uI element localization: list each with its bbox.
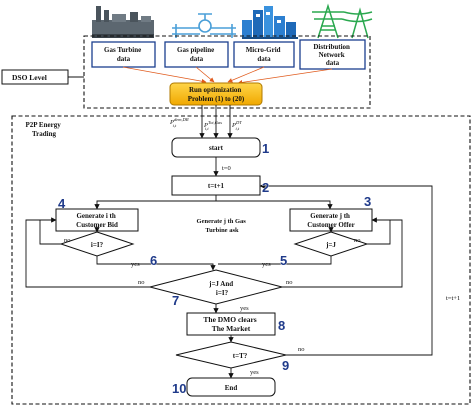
run-label: Run optimization	[189, 86, 241, 94]
source-label: data	[326, 59, 340, 67]
decision-i: i=I?	[59, 231, 135, 257]
dmo-label: The Market	[212, 324, 251, 333]
dmo-clears-box: The DMO clears The Market	[186, 312, 276, 336]
source-label: Micro-Grid	[246, 46, 281, 54]
step-number: 4	[58, 196, 66, 211]
p2p-label: P2P Energy	[26, 121, 62, 129]
end-label: End	[225, 384, 238, 392]
transmission-tower-icon	[312, 3, 373, 39]
run-label: Problem (1) to (20)	[188, 95, 245, 103]
dso-level-label: DSO Level	[12, 73, 47, 82]
dmo-label: The DMO clears	[203, 315, 256, 324]
decision-t: t=T?	[175, 341, 287, 369]
no-label: no	[64, 237, 71, 244]
start-box: start	[171, 137, 261, 158]
dso-label-box: DSO Level	[1, 69, 69, 85]
source-label: Distribution	[313, 43, 350, 51]
source-box-gas-turbine: Gas Turbine data	[91, 41, 156, 68]
cond-i-label: i=I?	[91, 241, 104, 249]
svg-text:The DMO clears The Marke: The DMO clears The Market	[203, 315, 258, 333]
step-number: 2	[262, 180, 269, 195]
decision-ij: j=J And i=I?	[149, 269, 283, 305]
source-label: Gas Turbine	[104, 46, 141, 54]
svg-text:Gas pipeline data: Gas pipeline data	[177, 46, 216, 63]
svg-text:P2P Energy Trading: P2P Energy Trading	[26, 121, 63, 138]
source-box-micro-grid: Micro-Grid data	[233, 41, 295, 68]
yes-label: yes	[131, 261, 140, 268]
no-label: no	[354, 237, 361, 244]
source-label: Network	[319, 51, 345, 59]
svg-text:Micro-Grid data: Micro-Grid data	[246, 46, 283, 63]
svg-text:j=J And i=I?: j=J And i=I?	[208, 280, 235, 297]
svg-text:Run optimization Problem: Run optimization Problem (1) to (20)	[188, 86, 245, 103]
yes-label: yes	[250, 369, 259, 376]
decision-j: j=J	[293, 231, 369, 257]
p2p-label: Trading	[32, 130, 56, 138]
cond-ij-label: i=I?	[216, 289, 229, 297]
dso-level-frame	[83, 35, 371, 109]
input-arrows	[199, 105, 233, 139]
svg-text:Gas Turbine data: Gas Turbine data	[104, 46, 143, 63]
end-box: End	[186, 377, 276, 397]
step-number: 10	[172, 381, 186, 396]
no-label: no	[286, 279, 293, 286]
start-label: start	[209, 144, 224, 152]
gas-turbine-ask-note: Generate j th Gas Turbine ask	[197, 218, 248, 234]
gen-bid-label: Customer Bid	[76, 221, 118, 229]
step-number: 7	[172, 293, 179, 308]
source-label: data	[190, 55, 204, 63]
generate-offer-box: Generate j th Customer Offer	[289, 208, 373, 232]
step-number: 6	[150, 253, 157, 268]
source-box-gas-pipeline: Gas pipeline data	[164, 41, 229, 68]
gen-bid-label: Generate i th	[76, 212, 115, 220]
gas-turbine-plant-icon	[92, 6, 154, 38]
step-number: 9	[282, 358, 289, 373]
cond-ij-label: j=J And	[208, 280, 233, 288]
source-box-distribution-network: Distribution Network data	[299, 39, 366, 70]
step-number: 8	[278, 318, 285, 333]
t-init-label: t=0	[222, 165, 231, 172]
gen-offer-label: Customer Offer	[307, 221, 355, 229]
p2p-frame	[11, 115, 471, 405]
yes-label: yes	[262, 261, 271, 268]
step-number: 5	[280, 253, 287, 268]
svg-text:Generate j th Customer O: Generate j th Customer Offer	[307, 212, 355, 229]
step-number: 3	[364, 194, 371, 209]
source-label: data	[117, 55, 131, 63]
run-optimization-box: Run optimization Problem (1) to (20)	[169, 82, 263, 106]
no-label: no	[298, 346, 305, 353]
step-numbers: 1 2 3 4 5 6 7 8 9 10	[58, 141, 372, 397]
loop-label: t=t+1	[446, 295, 460, 302]
svg-text:Generate i th Customer B: Generate i th Customer Bid	[76, 212, 118, 229]
no-label: no	[138, 279, 145, 286]
gas-pipeline-icon	[172, 13, 236, 38]
cond-t-label: t=T?	[233, 352, 248, 360]
svg-text:Distribution Network: Distribution Network data	[313, 43, 351, 67]
source-arrows	[122, 66, 333, 85]
gen-offer-label: Generate j th	[310, 212, 350, 220]
t-increment-box: t=t+1	[171, 175, 261, 196]
source-label: Gas pipeline	[177, 46, 214, 54]
t-inc-label: t=t+1	[208, 182, 225, 190]
yes-label: yes	[240, 305, 249, 312]
generate-bid-box: Generate i th Customer Bid	[55, 208, 139, 232]
source-label: data	[257, 55, 271, 63]
step-number: 1	[262, 141, 269, 156]
micro-grid-city-icon	[242, 6, 298, 39]
cond-j-label: j=J	[325, 241, 336, 249]
